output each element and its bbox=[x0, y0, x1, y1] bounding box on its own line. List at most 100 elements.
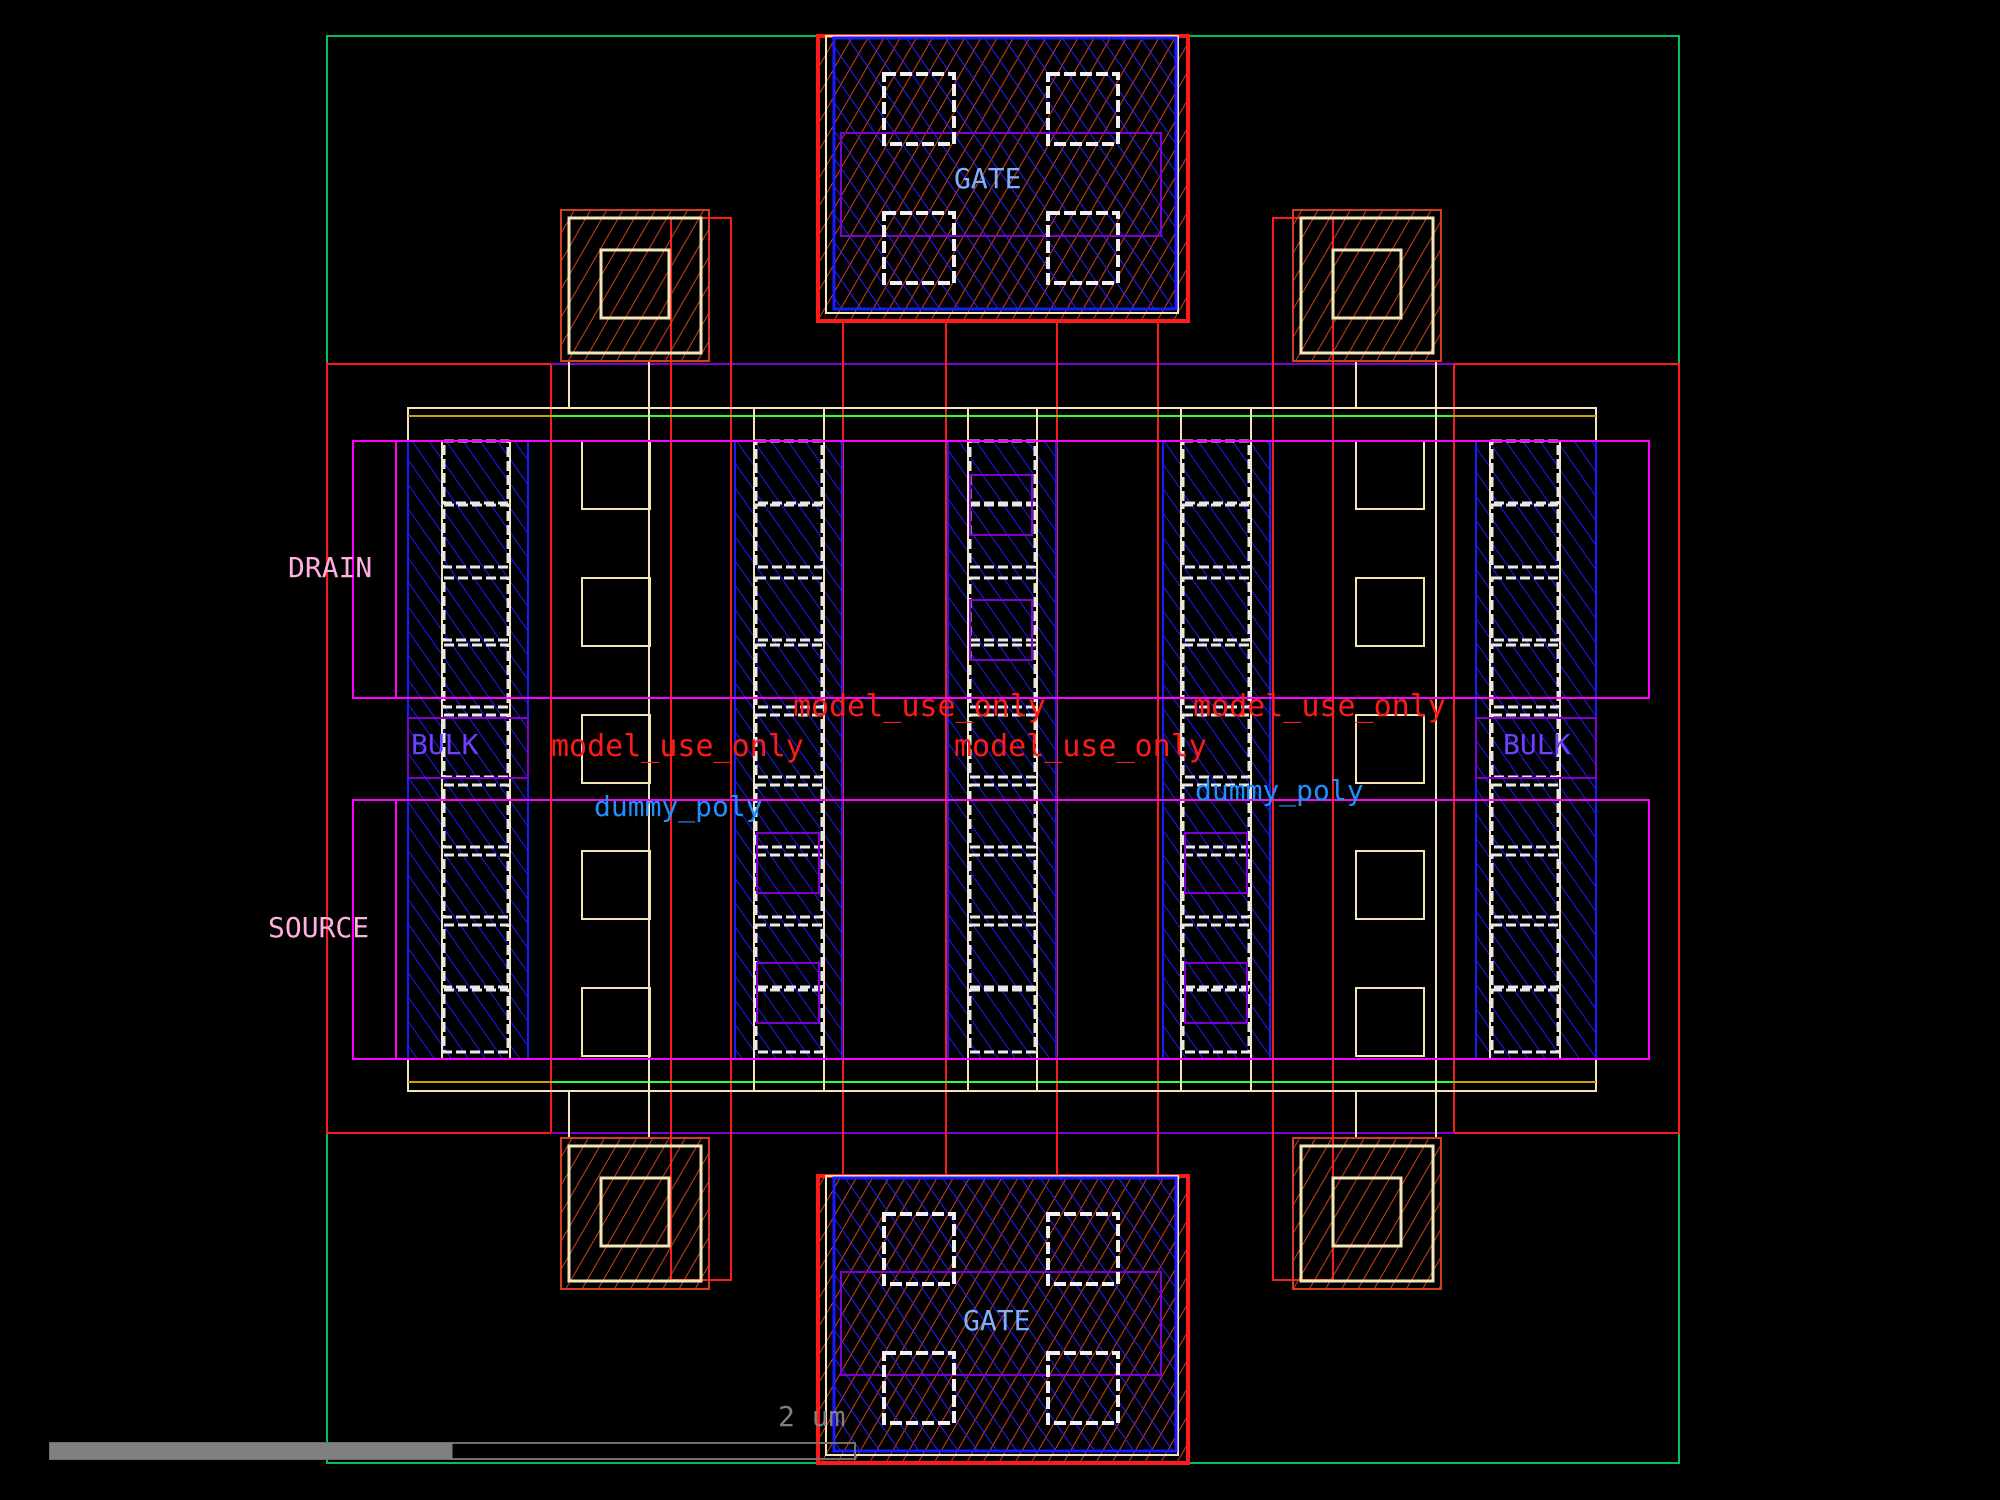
comb-tooth bbox=[1355, 714, 1425, 784]
bulk-diffusion-right bbox=[1475, 440, 1597, 1060]
gate-pad-bottom-label-box bbox=[840, 1271, 1162, 1376]
drain-pin-label: DRAIN bbox=[288, 551, 372, 584]
contact bbox=[1490, 988, 1560, 1054]
bulk-marker-right bbox=[1475, 717, 1597, 779]
contact bbox=[442, 503, 510, 569]
contact bbox=[968, 503, 1037, 569]
comb-tooth bbox=[581, 987, 651, 1057]
contact bbox=[1181, 783, 1251, 849]
via-marker bbox=[756, 832, 820, 894]
contact bbox=[968, 576, 1037, 642]
contact-pad bbox=[1292, 1137, 1442, 1290]
metal-finger bbox=[753, 407, 825, 1092]
via-marker bbox=[969, 599, 1033, 661]
comb-tooth bbox=[581, 440, 651, 510]
contact bbox=[442, 923, 510, 989]
comb-tooth bbox=[581, 714, 651, 784]
bulk-marker-left bbox=[407, 717, 529, 779]
contact bbox=[754, 713, 824, 779]
contact bbox=[1490, 923, 1560, 989]
contact bbox=[1490, 643, 1560, 709]
contact bbox=[442, 988, 510, 1054]
drain-pin-box bbox=[352, 440, 1650, 699]
gate-bottom-label: GATE bbox=[963, 1304, 1030, 1337]
contact bbox=[442, 783, 510, 849]
contact bbox=[1490, 576, 1560, 642]
contact bbox=[968, 643, 1037, 709]
contact bbox=[754, 923, 824, 989]
via-marker bbox=[969, 474, 1033, 536]
contact bbox=[442, 853, 510, 919]
contact-pad bbox=[560, 1137, 710, 1290]
gate-pad-top-label-box bbox=[840, 132, 1162, 237]
well-region-left bbox=[326, 363, 552, 1134]
contact bbox=[1181, 713, 1251, 779]
gate-top-label: GATE bbox=[954, 162, 1021, 195]
contact-pad-via bbox=[599, 1176, 671, 1248]
gate-contact bbox=[1046, 211, 1120, 285]
contact bbox=[1181, 853, 1251, 919]
contact bbox=[442, 576, 510, 642]
metal-finger bbox=[967, 407, 1038, 1092]
contact bbox=[1181, 923, 1251, 989]
contact bbox=[968, 783, 1037, 849]
gate-contact bbox=[1046, 1351, 1120, 1425]
comb-tooth bbox=[1355, 577, 1425, 647]
contact-pad-via bbox=[599, 248, 671, 320]
comb-tooth bbox=[581, 850, 651, 920]
contact bbox=[968, 923, 1037, 989]
via-marker bbox=[1184, 962, 1248, 1024]
gate-contact bbox=[1046, 1212, 1120, 1286]
contact-pad-metal bbox=[1299, 1144, 1435, 1283]
scale-bar-label: 2 um bbox=[778, 1400, 845, 1433]
contact bbox=[442, 643, 510, 709]
contact bbox=[1490, 853, 1560, 919]
poly-dummy-right bbox=[1272, 217, 1334, 1281]
contact bbox=[1181, 643, 1251, 709]
dummy-poly-right-label: dummy_poly bbox=[1195, 774, 1364, 808]
contact-pad-metal bbox=[1299, 216, 1435, 355]
contact bbox=[1490, 503, 1560, 569]
source-pin-label: SOURCE bbox=[268, 911, 369, 944]
gate-contact bbox=[882, 1212, 956, 1286]
contact bbox=[1181, 988, 1251, 1054]
contact-pad-metal bbox=[567, 1144, 703, 1283]
well-region-right bbox=[1453, 363, 1680, 1134]
contact bbox=[1181, 503, 1251, 569]
contact bbox=[754, 503, 824, 569]
comb-tooth bbox=[1355, 440, 1425, 510]
contact bbox=[754, 643, 824, 709]
source-pin-box bbox=[352, 799, 1650, 1060]
comb-tooth bbox=[1355, 987, 1425, 1057]
contact bbox=[1490, 783, 1560, 849]
contact bbox=[754, 576, 824, 642]
via-marker bbox=[1184, 832, 1248, 894]
gate-pad-bottom-metal bbox=[825, 1175, 1179, 1456]
contact-pad-via bbox=[1331, 248, 1403, 320]
metal-finger bbox=[1180, 407, 1252, 1092]
scale-bar: 2 um bbox=[49, 1400, 856, 1460]
model-use-only-label: model_use_only bbox=[551, 729, 804, 764]
contact-pad-metal bbox=[567, 216, 703, 355]
contact-pad bbox=[560, 209, 710, 362]
contact bbox=[968, 853, 1037, 919]
gate-contact bbox=[1046, 72, 1120, 146]
dummy-poly-left-label: dummy_poly bbox=[594, 790, 763, 824]
comb-tooth bbox=[1355, 850, 1425, 920]
contact bbox=[968, 988, 1037, 1054]
bulk-left-label: BULK bbox=[411, 728, 479, 761]
comb-tooth bbox=[581, 577, 651, 647]
gate-contact bbox=[882, 211, 956, 285]
contact-pad bbox=[1292, 209, 1442, 362]
scale-bar-fill bbox=[50, 1443, 453, 1459]
contact bbox=[968, 713, 1037, 779]
via-marker bbox=[756, 962, 820, 1024]
model-use-only-label: model_use_only bbox=[1193, 689, 1446, 724]
contact-pad-via bbox=[1331, 1176, 1403, 1248]
gate-contact bbox=[882, 72, 956, 146]
contact bbox=[754, 783, 824, 849]
contact bbox=[1181, 576, 1251, 642]
gate-contact bbox=[882, 1351, 956, 1425]
gate-pad-top-metal bbox=[825, 35, 1179, 314]
